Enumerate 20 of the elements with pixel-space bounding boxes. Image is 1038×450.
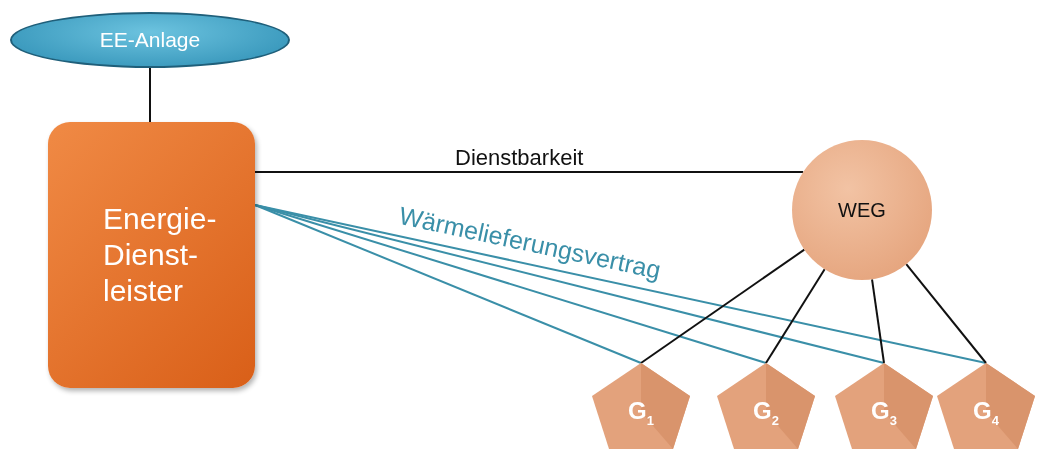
node-label: EE-Anlage [99, 28, 201, 52]
node-label: G$_{2}$ [753, 396, 779, 428]
connector-line [905, 263, 987, 364]
node-label: WEG [838, 198, 886, 222]
rounded-box [48, 122, 255, 388]
connector-line [765, 268, 826, 364]
pentagon-node [591, 362, 691, 450]
pentagon-node [936, 362, 1036, 450]
edge-label: Dienstbarkeit [455, 147, 584, 169]
node-label: Energie- Dienst- leister [103, 201, 213, 309]
pentagon-node [834, 362, 934, 450]
node-label: G$_{3}$ [871, 396, 897, 428]
node-label: G$_{4}$ [973, 396, 999, 428]
connector-line [254, 171, 805, 173]
connector-line [254, 204, 767, 364]
connector-line [871, 278, 885, 364]
node-label: G$_{1}$ [628, 396, 654, 428]
connector-line [149, 67, 151, 123]
pentagon-node [716, 362, 816, 450]
connector-line [640, 248, 806, 364]
